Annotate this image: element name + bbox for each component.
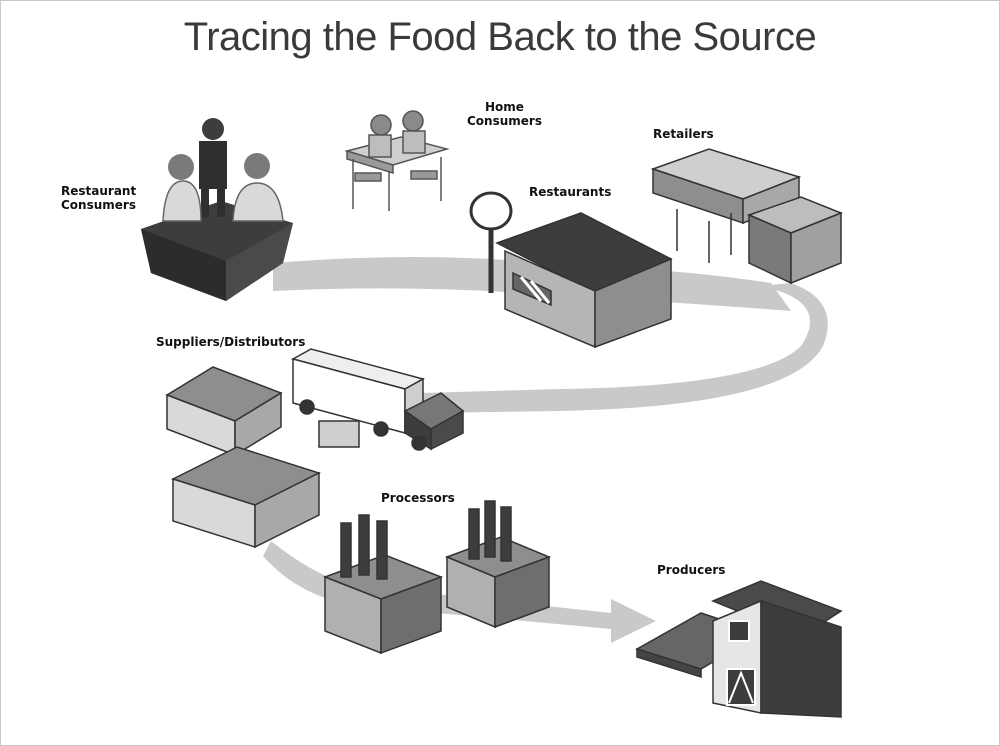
home-consumers-label-line2: Consumers <box>467 114 542 128</box>
producers-illustration <box>635 580 843 718</box>
retailers-label: Retailers <box>653 127 714 141</box>
home-consumers-illustration <box>344 110 450 211</box>
restaurant-consumers-label-line2: Consumers <box>61 198 136 212</box>
restaurant-consumers-label: Restaurant Consumers <box>61 184 136 212</box>
home-consumers-label: Home Consumers <box>467 100 542 128</box>
home-consumers-label-line1: Home <box>485 100 524 114</box>
producers-label: Producers <box>657 563 726 577</box>
processors-illustration <box>322 500 552 655</box>
restaurant-consumers-illustration <box>141 118 293 301</box>
restaurants-illustration <box>469 191 673 349</box>
restaurant-consumers-label-line1: Restaurant <box>61 184 137 198</box>
suppliers-distributors-label: Suppliers/Distributors <box>156 335 306 349</box>
diagram-title: Tracing the Food Back to the Source <box>183 15 817 59</box>
retailers-illustration <box>650 148 844 285</box>
processors-label: Processors <box>381 491 455 505</box>
restaurants-label: Restaurants <box>529 185 612 199</box>
suppliers-distributors-illustration <box>165 348 465 549</box>
